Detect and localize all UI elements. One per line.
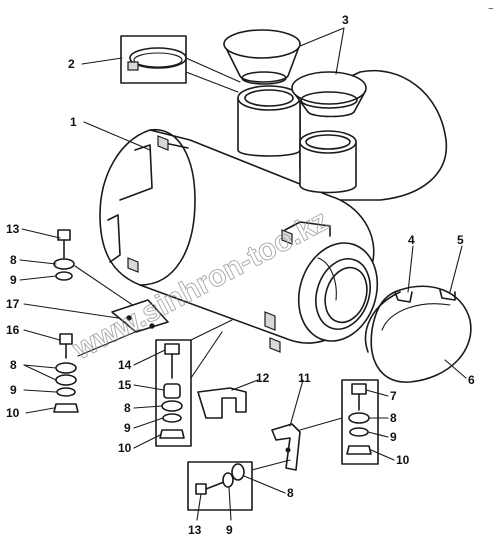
filter-body xyxy=(99,129,379,353)
label-9-right: 9 xyxy=(390,430,397,444)
funnel-collar-lower xyxy=(291,71,367,118)
label-8-center: 8 xyxy=(124,401,131,415)
label-14: 14 xyxy=(118,358,132,372)
label-12: 12 xyxy=(256,371,270,385)
label-10-right: 10 xyxy=(396,453,410,467)
hose-clamp-group xyxy=(120,35,241,93)
label-8-left-top: 8 xyxy=(10,253,17,267)
label-15: 15 xyxy=(118,378,132,392)
leader-lines xyxy=(19,27,467,521)
label-4: 4 xyxy=(408,233,415,247)
label-8-right: 8 xyxy=(390,411,397,425)
bracket-11 xyxy=(271,417,343,471)
end-cover xyxy=(364,285,472,383)
label-9-bottom: 9 xyxy=(226,523,233,537)
label-11: 11 xyxy=(298,371,311,385)
label-9-left: 9 xyxy=(10,383,17,397)
center-fastener-box xyxy=(155,319,233,447)
label-17: 17 xyxy=(6,297,20,311)
label-8-bottom: 8 xyxy=(287,486,294,500)
left-fasteners xyxy=(53,229,169,413)
label-10-center: 10 xyxy=(118,441,132,455)
bracket-12 xyxy=(197,387,247,419)
funnel-collar-upper xyxy=(223,29,301,85)
label-1: 1 xyxy=(70,115,77,129)
label-13-bottom: 13 xyxy=(188,523,202,537)
label-10-left: 10 xyxy=(6,406,20,420)
label-7: 7 xyxy=(390,389,397,403)
inlet-tubes xyxy=(237,85,357,194)
label-2: 2 xyxy=(68,57,75,71)
label-8-left: 8 xyxy=(10,358,17,372)
right-fastener-box xyxy=(341,379,379,465)
label-6: 6 xyxy=(468,373,475,387)
bottom-fastener-box xyxy=(187,459,291,511)
part-labels: 2 3 1 4 5 6 13 8 9 17 16 8 9 10 14 15 8 … xyxy=(6,13,475,537)
label-9-left-top: 9 xyxy=(10,273,17,287)
label-13-left: 13 xyxy=(6,222,20,236)
label-5: 5 xyxy=(457,233,464,247)
label-3: 3 xyxy=(342,13,349,27)
label-9-center: 9 xyxy=(124,421,131,435)
corner-mark: ~ xyxy=(488,4,494,15)
label-16: 16 xyxy=(6,323,20,337)
